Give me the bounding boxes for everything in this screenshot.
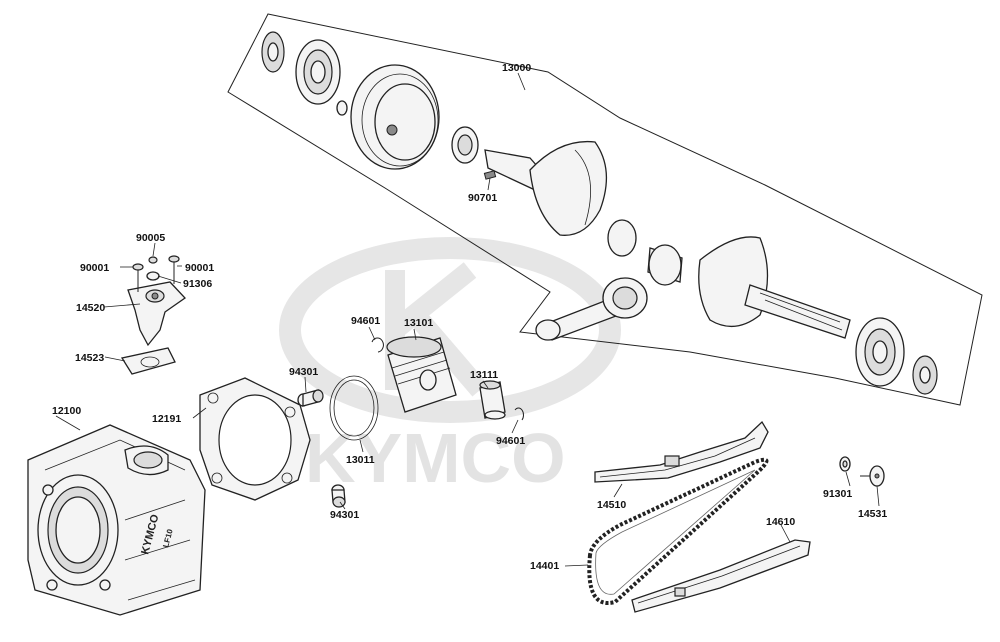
callout-14531: 14531 [858, 508, 887, 520]
callout-94301-bottom: 94301 [330, 509, 359, 521]
callout-94601-bottom: 94601 [496, 435, 525, 447]
callout-12191: 12191 [152, 413, 181, 425]
callout-91306: 91306 [183, 278, 212, 290]
leader-lines [55, 72, 880, 567]
callout-94601-top: 94601 [351, 315, 380, 327]
guide-bolt [860, 465, 885, 487]
cylinder-gasket [199, 377, 311, 501]
watermark-text: KYMCO [305, 419, 566, 497]
piston-pin-clip-top [371, 337, 384, 353]
callout-13011: 13011 [346, 454, 375, 466]
piston-ring-set [329, 375, 379, 441]
chain-tensioner-guide [594, 420, 769, 483]
callout-94301-top: 94301 [289, 366, 318, 378]
callout-12100: 12100 [52, 405, 81, 417]
cam-chain-tensioner [127, 255, 186, 347]
piston-pin [479, 380, 506, 420]
chain-guide [631, 539, 811, 613]
cylinder-block: KYMCO LF10 [27, 424, 206, 616]
callout-14520: 14520 [76, 302, 105, 314]
callout-13101: 13101 [404, 317, 433, 329]
guide-washer [839, 456, 851, 472]
callout-90005: 90005 [136, 232, 165, 244]
callout-13000: 13000 [502, 62, 531, 74]
crankshaft-assembly-outline [227, 13, 983, 406]
callout-14610: 14610 [766, 516, 795, 528]
callout-14523: 14523 [75, 352, 104, 364]
callout-14401: 14401 [530, 560, 559, 572]
callout-91301: 91301 [823, 488, 852, 500]
cam-chain [587, 457, 769, 605]
crankshaft-assembly [261, 31, 938, 395]
callout-14510: 14510 [597, 499, 626, 511]
piston-pin-clip-bottom [514, 407, 524, 421]
piston [386, 336, 457, 413]
callout-labels: 13000 90701 90005 90001 90001 91306 1452… [52, 62, 887, 572]
tensioner-gasket [120, 347, 176, 375]
callout-90001-right: 90001 [185, 262, 214, 274]
callout-90701: 90701 [468, 192, 497, 204]
dowel-pin-top [297, 389, 324, 407]
dowel-pin-bottom [331, 484, 346, 508]
callout-90001-left: 90001 [80, 262, 109, 274]
callout-13111: 13111 [470, 369, 498, 381]
